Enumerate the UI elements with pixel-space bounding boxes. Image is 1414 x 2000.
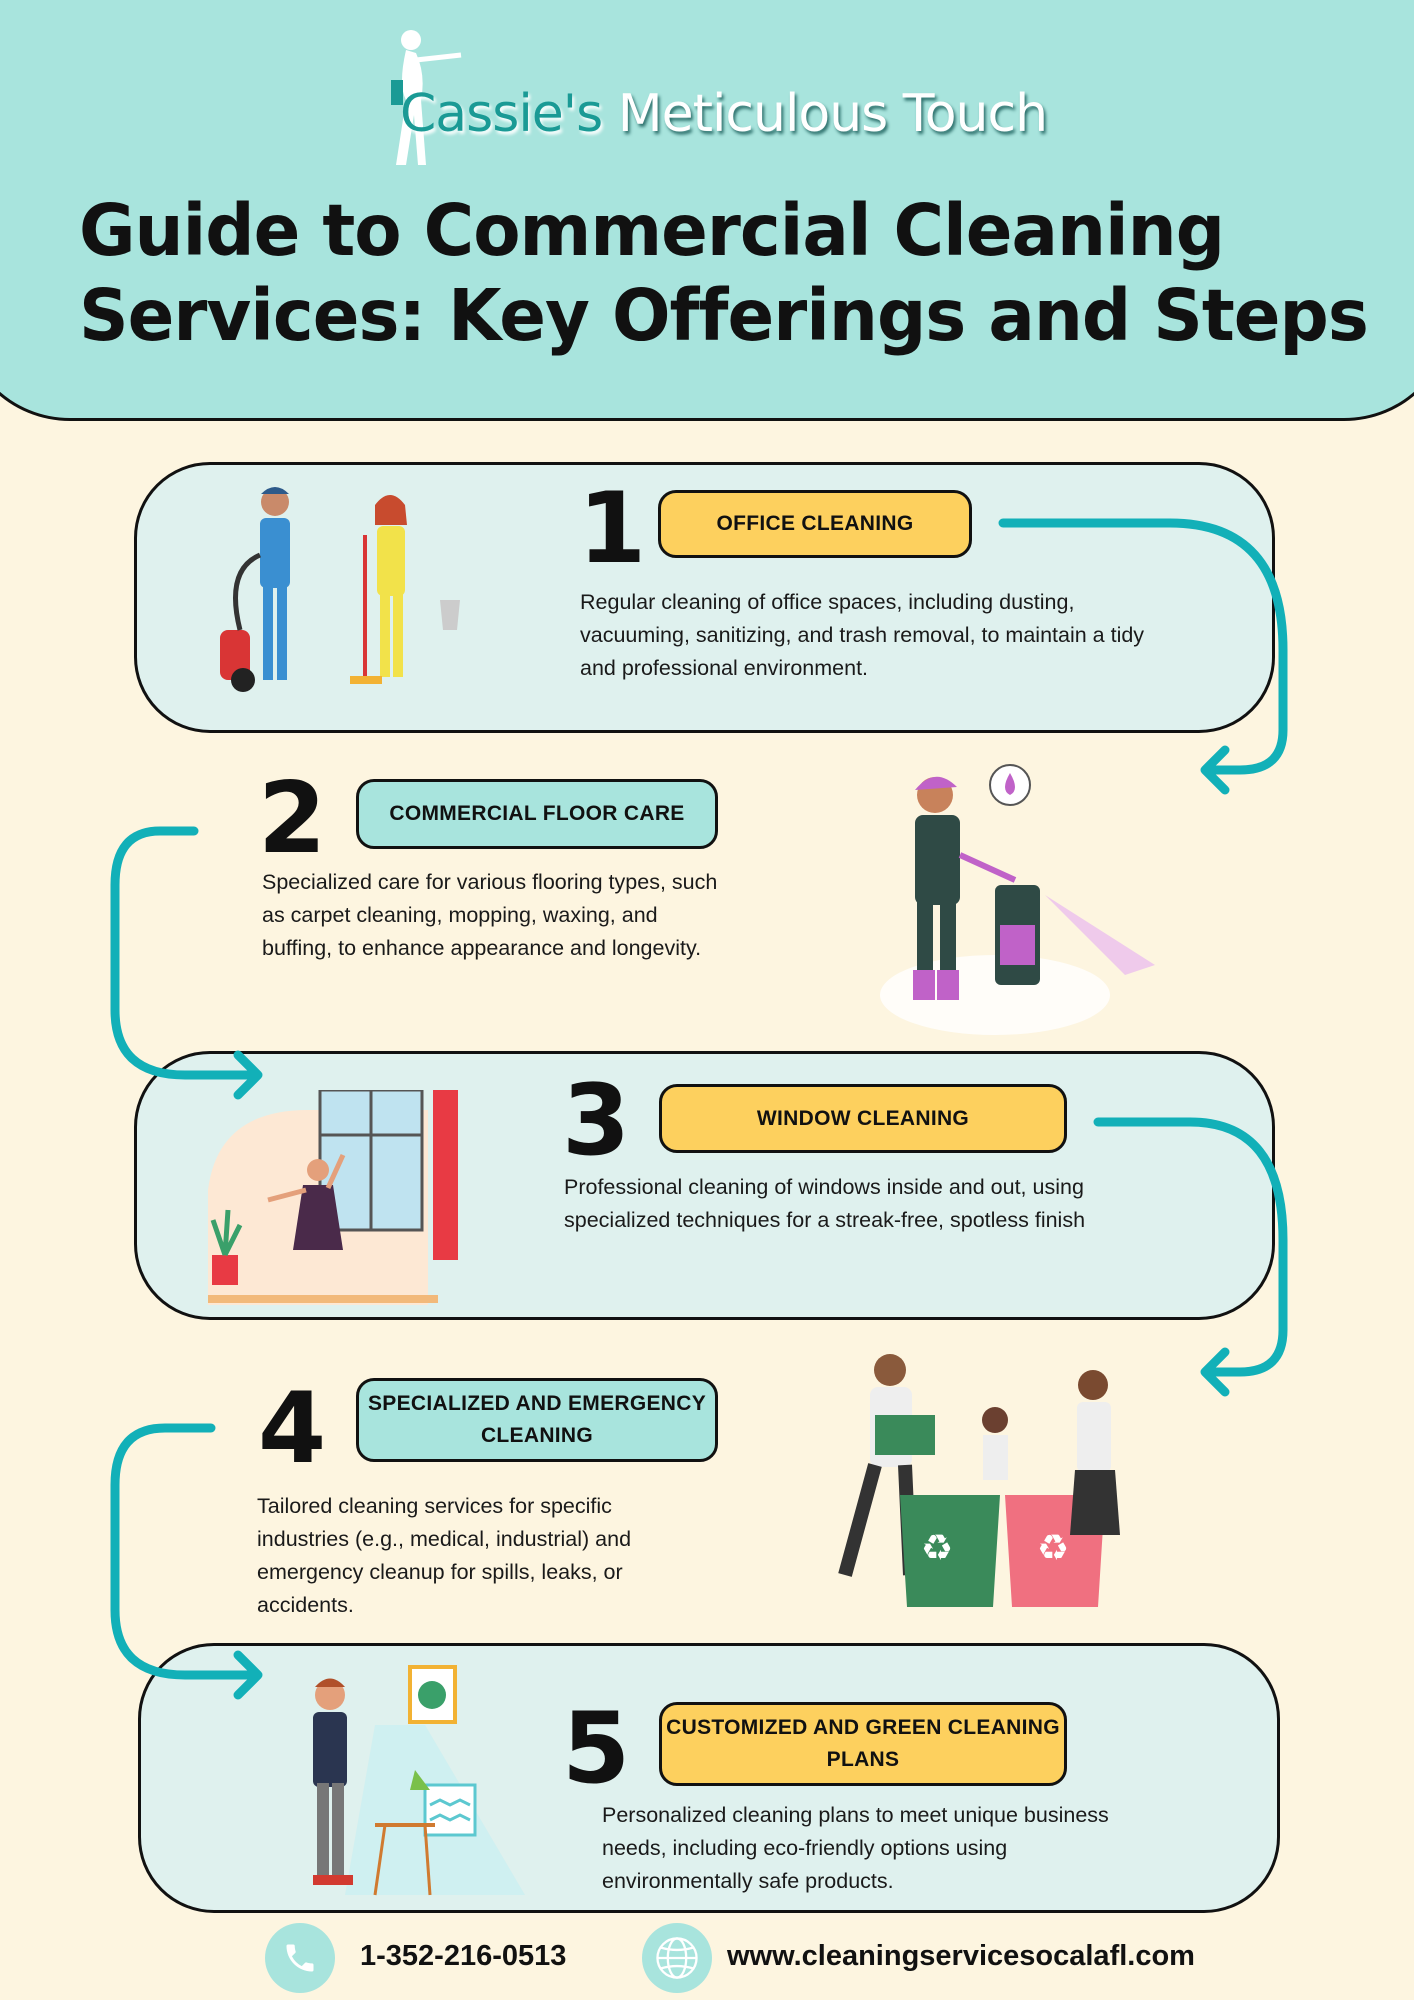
step-2-number: 2 xyxy=(258,762,327,876)
arrow-2-to-3 xyxy=(110,826,263,1100)
arrow-3-to-4 xyxy=(1093,1117,1288,1397)
svg-text:♻: ♻ xyxy=(1037,1527,1069,1568)
step-1-number: 1 xyxy=(578,472,647,586)
step-3-number: 3 xyxy=(562,1064,631,1178)
globe-icon xyxy=(642,1923,712,1993)
eco-office-illustration xyxy=(313,1665,525,1896)
step-5-label: CUSTOMIZED AND GREEN CLEANING PLANS xyxy=(659,1702,1067,1786)
page-title: Guide to Commercial Cleaning Services: K… xyxy=(79,188,1369,358)
step-3-label: WINDOW CLEANING xyxy=(659,1084,1067,1153)
website-link[interactable]: www.cleaningservicesocalafl.com xyxy=(727,1940,1195,1972)
floor-washer-illustration xyxy=(880,764,1155,1035)
logo-text: Cassie's Meticulous Touch xyxy=(400,84,1048,144)
arrow-4-to-5 xyxy=(110,1423,263,1700)
step-4-number: 4 xyxy=(258,1372,327,1486)
header-banner xyxy=(0,0,1414,421)
logo-brand-highlight: Cassie's xyxy=(400,84,603,144)
step-4-label: SPECIALIZED AND EMERGENCY CLEANING xyxy=(356,1378,718,1462)
window-cleaning-illustration xyxy=(208,1090,458,1305)
title-line-2: Services: Key Offerings and Steps xyxy=(79,274,1369,357)
step-2-label: COMMERCIAL FLOOR CARE xyxy=(356,779,718,849)
logo-cleaning-lady-icon xyxy=(391,30,462,165)
step-1-label: OFFICE CLEANING xyxy=(658,490,972,558)
arrow-1-to-2 xyxy=(998,518,1288,795)
recycling-team-illustration: ♻ ♻ xyxy=(838,1354,1120,1607)
step-1-description: Regular cleaning of office spaces, inclu… xyxy=(580,590,1145,680)
svg-text:♻: ♻ xyxy=(921,1527,953,1568)
logo-brand-rest: Meticulous Touch xyxy=(617,84,1048,144)
step-3-description: Professional cleaning of windows inside … xyxy=(564,1175,1086,1232)
title-line-1: Guide to Commercial Cleaning xyxy=(79,189,1225,272)
phone-icon xyxy=(265,1923,335,1993)
step-4-description: Tailored cleaning services for specific … xyxy=(257,1494,632,1617)
step-5-description: Personalized cleaning plans to meet uniq… xyxy=(602,1803,1109,1893)
phone-number[interactable]: 1-352-216-0513 xyxy=(360,1940,567,1972)
office-cleaners-illustration xyxy=(220,487,460,692)
step-5-number: 5 xyxy=(562,1692,631,1806)
step-2-description: Specialized care for various flooring ty… xyxy=(262,870,718,960)
